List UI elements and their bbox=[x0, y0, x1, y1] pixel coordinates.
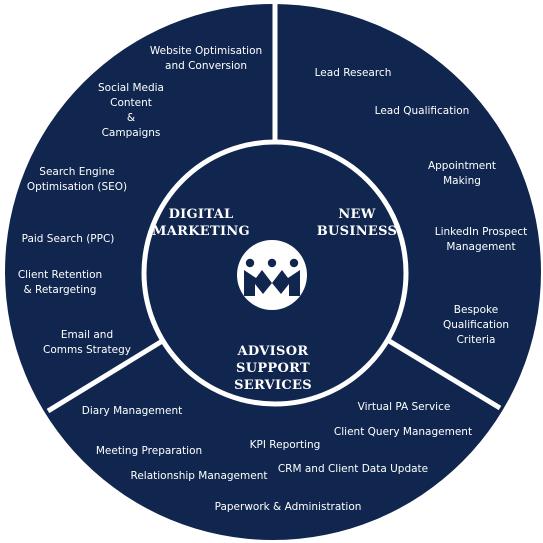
business-title-line1: NEW bbox=[338, 207, 376, 222]
item-line: Meeting Preparation bbox=[95, 445, 203, 457]
advisor-title-line2: SUPPORT bbox=[236, 361, 310, 376]
item-line: Criteria bbox=[456, 334, 496, 346]
item-line: & bbox=[126, 112, 136, 124]
item-line: KPI Reporting bbox=[249, 439, 321, 451]
digital-marketing-title: DIGITAL MARKETING bbox=[152, 206, 250, 240]
advisor-title-line3: SERVICES bbox=[234, 378, 312, 393]
list-item-relationship-management: Relationship Management bbox=[131, 469, 268, 484]
item-line: Content bbox=[110, 97, 152, 109]
list-item-bespoke-criteria: Bespoke Qualification Criteria bbox=[443, 303, 509, 348]
advisor-support-title: ADVISOR SUPPORT SERVICES bbox=[234, 343, 312, 394]
item-line: Diary Management bbox=[81, 405, 183, 417]
list-item-email-comms: Email and Comms Strategy bbox=[43, 328, 131, 358]
item-line: Website Optimisation bbox=[149, 45, 263, 57]
list-item-client-query: Client Query Management bbox=[334, 425, 472, 440]
item-line: Management bbox=[446, 241, 516, 253]
item-line: Relationship Management bbox=[130, 470, 268, 482]
list-item-lead-research: Lead Research bbox=[315, 66, 392, 81]
list-item-virtual-pa: Virtual PA Service bbox=[358, 400, 451, 415]
business-title-line2: BUSINESS bbox=[316, 224, 398, 239]
item-line: Client Query Management bbox=[333, 426, 473, 438]
list-item-website-optimisation: Website Optimisation and Conversion bbox=[150, 44, 262, 74]
list-item-kpi-reporting: KPI Reporting bbox=[250, 438, 321, 453]
list-item-appointment-making: Appointment Making bbox=[428, 159, 496, 189]
item-line: Bespoke bbox=[453, 304, 499, 316]
item-line: Client Retention bbox=[17, 269, 103, 281]
digital-title-line1: DIGITAL bbox=[168, 207, 234, 222]
item-line: Optimisation (SEO) bbox=[26, 181, 128, 193]
item-line: Search Engine bbox=[39, 166, 115, 178]
list-item-ppc: Paid Search (PPC) bbox=[22, 232, 115, 247]
list-item-lead-qualification: Lead Qualification bbox=[375, 104, 470, 119]
item-line: CRM and Client Data Update bbox=[277, 463, 429, 475]
item-line: Social Media bbox=[97, 82, 165, 94]
crown-logo-icon bbox=[244, 258, 300, 296]
list-item-crm-update: CRM and Client Data Update bbox=[278, 462, 428, 477]
item-line: Campaigns bbox=[101, 127, 161, 139]
list-item-diary-management: Diary Management bbox=[82, 404, 182, 419]
item-line: Qualification bbox=[442, 319, 510, 331]
item-line: Virtual PA Service bbox=[357, 401, 451, 413]
list-item-paperwork: Paperwork & Administration bbox=[215, 500, 362, 515]
digital-title-line2: MARKETING bbox=[152, 224, 250, 239]
item-line: LinkedIn Prospect bbox=[434, 226, 528, 238]
list-item-client-retention: Client Retention & Retargeting bbox=[18, 268, 102, 298]
list-item-seo: Search Engine Optimisation (SEO) bbox=[27, 165, 127, 195]
item-line: Email and bbox=[60, 329, 114, 341]
item-line: and Conversion bbox=[165, 60, 247, 72]
item-line: Lead Qualification bbox=[374, 105, 470, 117]
list-item-linkedin-prospect: LinkedIn Prospect Management bbox=[435, 225, 528, 255]
item-line: Comms Strategy bbox=[42, 344, 132, 356]
list-item-meeting-preparation: Meeting Preparation bbox=[96, 444, 202, 459]
item-line: Making bbox=[443, 175, 481, 187]
item-line: Paid Search (PPC) bbox=[21, 233, 115, 245]
new-business-title: NEW BUSINESS bbox=[317, 206, 397, 240]
item-line: Lead Research bbox=[314, 67, 392, 79]
list-item-social-media: Social Media Content & Campaigns bbox=[98, 81, 164, 141]
item-line: Appointment bbox=[427, 160, 497, 172]
item-line: Paperwork & Administration bbox=[214, 501, 362, 513]
item-line: & Retargeting bbox=[23, 284, 97, 296]
advisor-title-line1: ADVISOR bbox=[237, 344, 309, 359]
